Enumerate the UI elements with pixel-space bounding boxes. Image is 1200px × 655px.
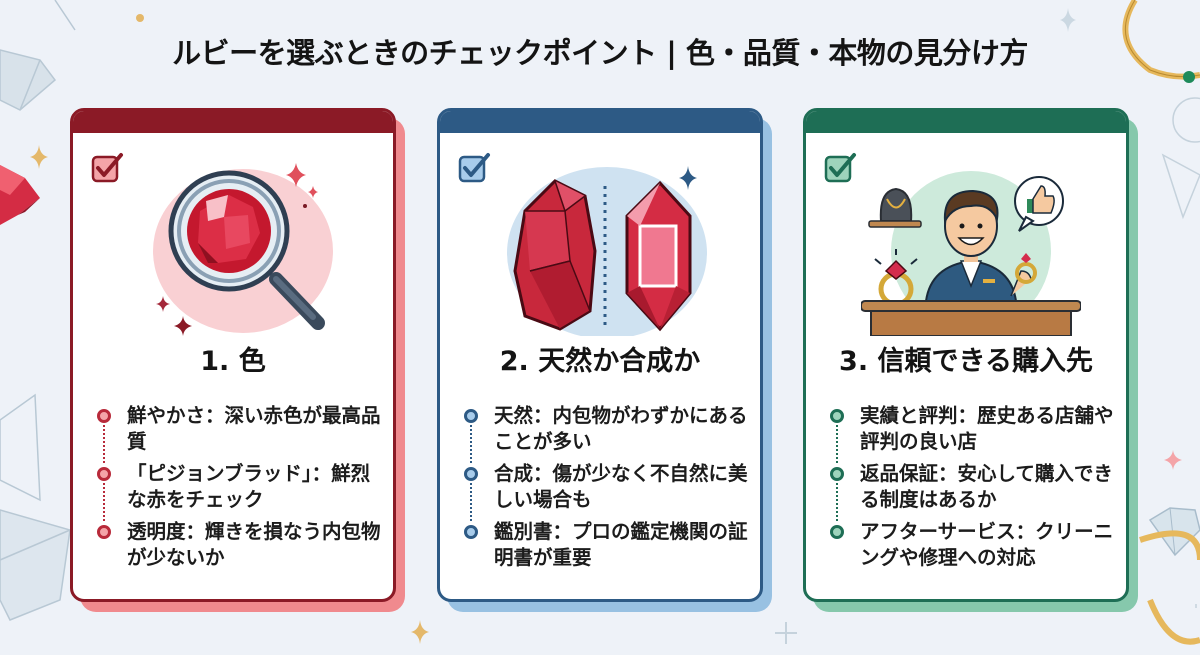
dotted-connector (470, 483, 472, 521)
bullet-icon (464, 409, 478, 423)
list-item: 鑑別書：プロの鑑定機関の証明書が重要 (464, 519, 754, 571)
card-body: 2. 天然か合成か 天然：内包物がわずかにあることが多い 合成：傷が少なく不自然… (437, 108, 763, 602)
dotted-connector (103, 425, 105, 463)
natural-vs-synthetic-ruby-icon (507, 166, 707, 336)
checkbox-checked-icon (458, 153, 490, 183)
bullet-icon (464, 467, 478, 481)
dotted-connector (836, 425, 838, 463)
card-natural-vs-synthetic: 2. 天然か合成か 天然：内包物がわずかにあることが多い 合成：傷が少なく不自然… (437, 108, 772, 612)
ruby-decoration-icon (0, 165, 40, 225)
bullet-icon (830, 409, 844, 423)
bullet-icon (464, 525, 478, 539)
checkbox-checked-icon (91, 153, 123, 183)
sparkle-icon (1060, 8, 1076, 32)
list-item: 合成：傷が少なく不自然に美しい場合も (464, 461, 754, 521)
bullet-icon (830, 525, 844, 539)
list-item: アフターサービス：クリーニングや修理への対応 (830, 519, 1120, 571)
list-item: 鮮やかさ：深い赤色が最高品質 (97, 403, 387, 463)
necklace-display-icon (868, 187, 922, 228)
card-heading: 2. 天然か合成か (499, 346, 701, 377)
card-color: 1. 色 鮮やかさ：深い赤色が最高品質 「ピジョンブラッド」：鮮烈な赤をチェック… (70, 108, 405, 612)
checkbox-checked-icon (824, 153, 856, 183)
ring-in-hand-icon (1015, 253, 1037, 284)
checklist: 天然：内包物がわずかにあることが多い 合成：傷が少なく不自然に美しい場合も 鑑別… (464, 403, 754, 577)
list-item: 実績と評判：歴史ある店舗や評判の良い店 (830, 403, 1120, 463)
card-heading: 1. 色 (200, 346, 266, 377)
dotted-connector (103, 483, 105, 521)
thumbs-up-bubble-icon (1014, 176, 1064, 232)
sparkle-icon (30, 145, 48, 169)
crystal-outline-icon (0, 0, 76, 621)
rough-ruby-icon (513, 179, 597, 331)
bullet-icon (97, 467, 111, 481)
card-trusted-seller: 3. 信頼できる購入先 実績と評判：歴史ある店舗や評判の良い店 返品保証：安心し… (803, 108, 1138, 612)
counter-icon (861, 300, 1081, 336)
sparkle-icon (411, 620, 429, 644)
dotted-connector (836, 483, 838, 521)
checklist: 実績と評判：歴史ある店舗や評判の良い店 返品保証：安心して購入できる制度はあるか… (830, 403, 1120, 577)
jeweler-at-counter-icon (861, 171, 1081, 336)
card-body: 3. 信頼できる購入先 実績と評判：歴史ある店舗や評判の良い店 返品保証：安心し… (803, 108, 1129, 602)
magnifying-glass-ruby-icon (153, 163, 333, 336)
bullet-icon (97, 525, 111, 539)
list-item: 「ピジョンブラッド」：鮮烈な赤をチェック (97, 461, 387, 521)
card-heading: 3. 信頼できる購入先 (839, 346, 1093, 377)
card-body: 1. 色 鮮やかさ：深い赤色が最高品質 「ピジョンブラッド」：鮮烈な赤をチェック… (70, 108, 396, 602)
diamond-decoration-icon (1148, 507, 1200, 557)
jeweler-person-icon (924, 189, 1032, 302)
dotted-connector (470, 425, 472, 463)
card-header (806, 111, 1126, 133)
checklist: 鮮やかさ：深い赤色が最高品質 「ピジョンブラッド」：鮮烈な赤をチェック 透明度：… (97, 403, 387, 577)
synthetic-ruby-icon (625, 180, 692, 332)
plus-icon (775, 622, 797, 644)
bullet-icon (97, 409, 111, 423)
list-item: 返品保証：安心して購入できる制度はあるか (830, 461, 1120, 521)
bullet-icon (830, 467, 844, 481)
card-header (440, 111, 760, 133)
card-header (73, 111, 393, 133)
sparkle-icon (1164, 450, 1182, 470)
page-title: ルビーを選ぶときのチェックポイント | 色・品質・本物の見分け方 (172, 36, 1028, 70)
list-item: 透明度：輝きを損なう内包物が少ないか (97, 519, 387, 571)
list-item: 天然：内包物がわずかにあることが多い (464, 403, 754, 463)
